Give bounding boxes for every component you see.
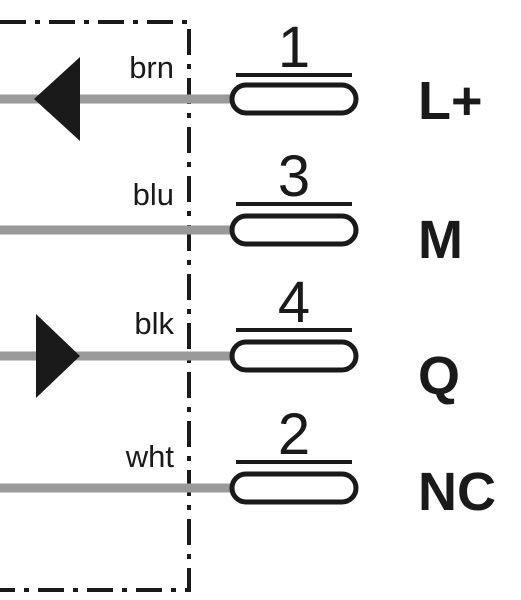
arrow-in-icon <box>34 57 80 141</box>
pin-row-4: wht 2 NC <box>0 402 496 522</box>
arrow-out-icon <box>36 314 80 398</box>
wire-label: brn <box>129 50 174 85</box>
device-boundary <box>0 20 191 592</box>
signal-name: L+ <box>418 71 483 131</box>
pin-number: 2 <box>278 402 310 467</box>
pin-row-1: brn 1 L+ <box>0 15 483 141</box>
wire-label: blu <box>133 177 174 212</box>
signal-name: NC <box>418 462 496 522</box>
signal-name: M <box>418 210 463 270</box>
terminal-contact <box>229 82 359 116</box>
pin-number: 1 <box>278 15 310 80</box>
wire-label: blk <box>134 306 174 341</box>
pin-row-2: blu 3 M <box>0 144 463 270</box>
pin-row-3: blk 4 Q <box>0 270 460 406</box>
pin-number: 3 <box>278 144 310 209</box>
terminal-contact <box>229 471 359 505</box>
wire-label: wht <box>125 439 175 474</box>
pin-number: 4 <box>278 270 310 335</box>
terminal-contact <box>229 213 359 247</box>
terminal-contact <box>229 339 359 373</box>
signal-name: Q <box>418 346 460 406</box>
